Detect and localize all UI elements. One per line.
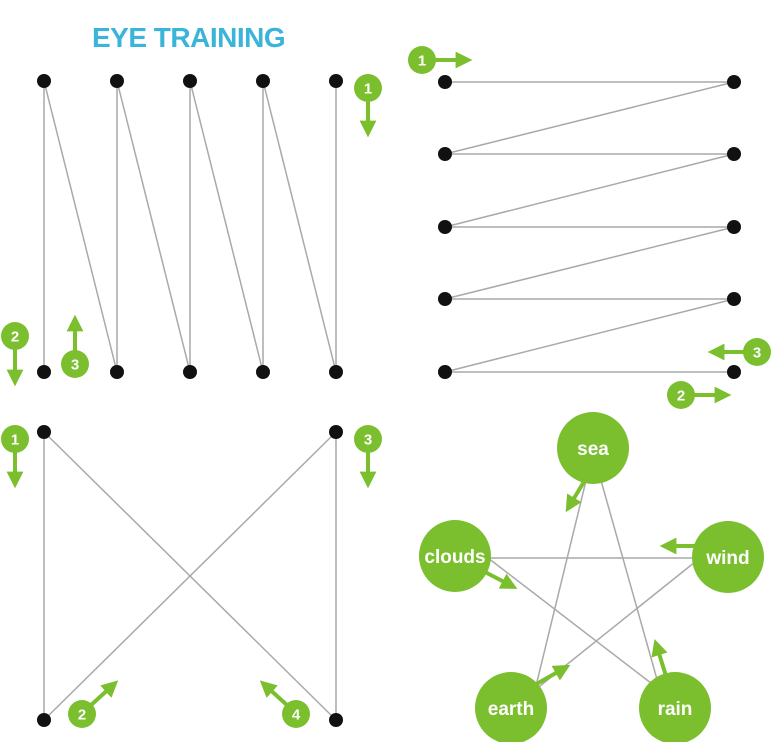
horizontal-zigzag-lines	[444, 81, 735, 373]
step-badge-4: 4	[259, 680, 310, 728]
dot	[37, 425, 51, 439]
dot	[438, 220, 452, 234]
step-badge-3: 3	[61, 314, 89, 378]
arrow-up-icon	[651, 638, 668, 677]
arrow-up-right-icon	[88, 680, 119, 708]
dot	[727, 220, 741, 234]
dot	[256, 74, 270, 88]
dot	[329, 425, 343, 439]
star-lines	[487, 451, 701, 691]
dot	[727, 365, 741, 379]
svg-text:2: 2	[78, 707, 86, 724]
dot	[37, 713, 51, 727]
vertical-zigzag-dots	[37, 74, 343, 379]
dot	[183, 74, 197, 88]
step-badge-1: 1	[1, 425, 29, 489]
svg-text:3: 3	[71, 357, 79, 374]
dot	[329, 365, 343, 379]
panel-horizontal-zigzag: 1 3 2	[408, 46, 771, 409]
word-circle-rain: rain	[639, 638, 711, 742]
arrow-down-left-icon	[565, 478, 587, 513]
svg-text:3: 3	[364, 432, 372, 449]
svg-text:1: 1	[364, 81, 372, 98]
diagonal-cross-dots	[37, 425, 343, 727]
dot	[37, 74, 51, 88]
svg-text:3: 3	[753, 345, 761, 362]
panel-vertical-zigzag: 1 2 3	[1, 74, 382, 387]
dot	[110, 365, 124, 379]
dot	[727, 292, 741, 306]
dot	[256, 365, 270, 379]
page-title: EYE TRAINING	[92, 22, 286, 53]
dot	[37, 365, 51, 379]
svg-text:rain: rain	[658, 699, 693, 720]
step-badge-1: 1	[408, 46, 473, 74]
svg-text:sea: sea	[577, 439, 609, 460]
dot	[438, 147, 452, 161]
word-circle-wind: wind	[659, 521, 764, 593]
svg-text:clouds: clouds	[424, 547, 485, 568]
dot	[438, 292, 452, 306]
dot	[438, 365, 452, 379]
svg-text:earth: earth	[488, 699, 534, 720]
dot	[329, 74, 343, 88]
step-badge-3: 3	[354, 425, 382, 489]
vertical-zigzag-lines	[43, 80, 337, 373]
horizontal-zigzag-dots	[438, 75, 741, 379]
dot	[438, 75, 452, 89]
step-badge-1: 1	[354, 74, 382, 138]
arrow-up-right-icon	[532, 664, 571, 688]
word-circle-sea: sea	[557, 412, 629, 513]
svg-text:1: 1	[11, 432, 19, 449]
step-badge-2: 2	[1, 322, 29, 387]
panel-diagonal-cross: 1 3 2 4	[1, 425, 382, 728]
dot	[329, 713, 343, 727]
diagonal-cross-lines	[43, 431, 337, 721]
step-badge-2: 2	[68, 680, 119, 728]
step-badge-2: 2	[667, 381, 732, 409]
word-circle-earth: earth	[475, 664, 571, 742]
dot	[110, 74, 124, 88]
svg-text:4: 4	[292, 707, 301, 724]
arrow-down-right-icon	[484, 570, 518, 589]
dot	[727, 147, 741, 161]
dot	[183, 365, 197, 379]
svg-text:2: 2	[677, 388, 685, 405]
step-badge-3: 3	[707, 338, 771, 366]
svg-text:1: 1	[418, 53, 426, 70]
svg-text:wind: wind	[705, 548, 749, 569]
word-circle-clouds: clouds	[419, 520, 518, 592]
dot	[727, 75, 741, 89]
arrow-up-left-icon	[259, 680, 290, 708]
svg-text:2: 2	[11, 329, 19, 346]
panel-star: sea wind rain earth clouds	[419, 412, 764, 742]
